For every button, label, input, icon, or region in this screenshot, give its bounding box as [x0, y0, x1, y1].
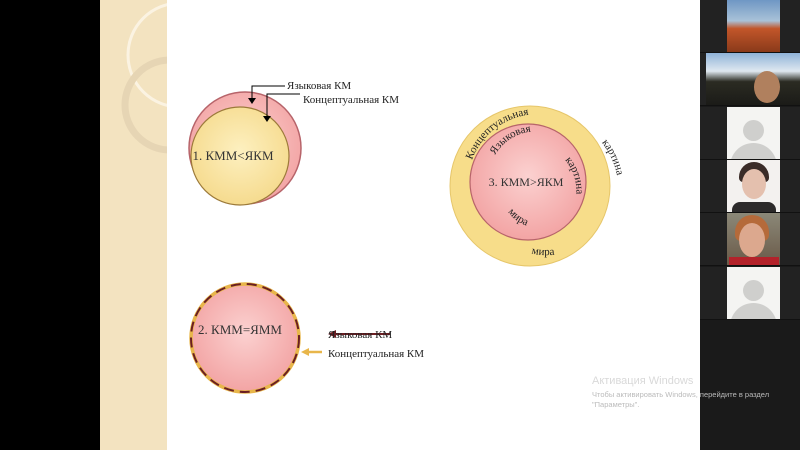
outer-bottom-text: мира [531, 245, 555, 258]
diagram-2: 2. КММ=ЯММ Языковая КМ Концептуальная КМ [189, 282, 424, 394]
diagram-2-arrow2-label: Концептуальная КМ [328, 348, 424, 360]
participant-tile[interactable] [700, 0, 800, 53]
diagram-3: 3. КММ>ЯКМ Концептуальная картина мира Я… [449, 105, 626, 267]
participant-video [706, 53, 800, 105]
windows-activation-title: Активация Windows [592, 375, 694, 387]
presentation-slide: 1. КММ<ЯКМ Языковая КМ Концептуальная КМ… [100, 0, 700, 450]
diagram-1-label: 1. КММ<ЯКМ [192, 148, 273, 163]
windows-activation-line1: Чтобы активировать Windows, перейдите в … [592, 390, 770, 399]
avatar-placeholder-icon [727, 267, 780, 319]
diagram-1-arrow1-label: Языковая КМ [287, 80, 351, 92]
participant-tile[interactable] [700, 160, 800, 213]
slide-decorative-strip [100, 0, 167, 450]
participant-video [727, 213, 780, 265]
diagram-2-label: 2. КММ=ЯММ [198, 322, 282, 337]
diagram-3-label: 3. КММ>ЯКМ [489, 175, 564, 189]
windows-activation-line2: "Параметры". [592, 400, 640, 409]
landscape-photo [727, 0, 780, 52]
diagram-2-arrow1-label: Языковая КМ [328, 329, 392, 341]
person-face [754, 71, 780, 103]
diagram-1-arrow2-label: Концептуальная КМ [303, 94, 399, 106]
participant-tile[interactable] [700, 213, 800, 266]
participant-photo [727, 160, 780, 212]
diagram-1: 1. КММ<ЯКМ Языковая КМ Концептуальная КМ [188, 80, 399, 206]
participant-tile[interactable] [700, 107, 800, 160]
avatar-placeholder-icon [727, 107, 780, 159]
svg-text:мира: мира [531, 245, 555, 258]
participant-tile[interactable] [700, 267, 800, 320]
diagram-canvas: 1. КММ<ЯКМ Языковая КМ Концептуальная КМ… [188, 80, 626, 394]
participants-panel [700, 0, 800, 450]
participant-tile[interactable] [700, 53, 800, 106]
